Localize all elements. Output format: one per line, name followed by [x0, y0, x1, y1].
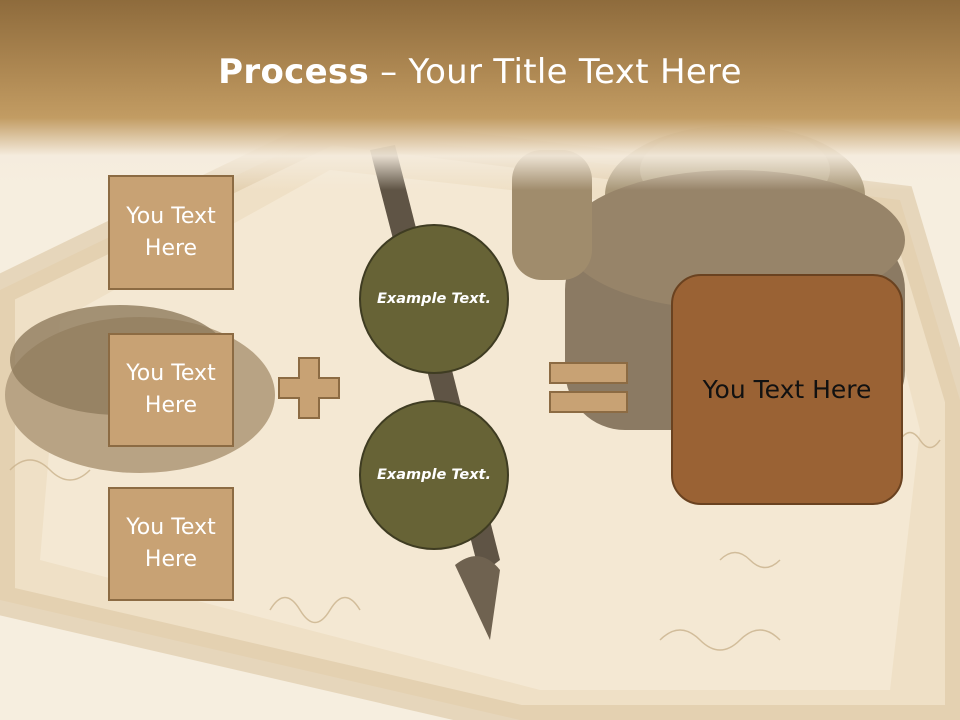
- title-bold: Process: [218, 52, 370, 92]
- result-box[interactable]: You Text Here: [671, 274, 903, 505]
- equals-icon: [549, 362, 628, 413]
- plus-icon: [278, 357, 340, 419]
- header-band: [0, 0, 960, 190]
- example-circle-2[interactable]: Example Text.: [359, 400, 509, 550]
- slide-title: Process – Your Title Text Here: [0, 52, 960, 92]
- input-box-3[interactable]: You Text Here: [108, 487, 234, 601]
- title-rest: – Your Title Text Here: [369, 52, 742, 92]
- input-box-1[interactable]: You Text Here: [108, 175, 234, 290]
- example-circle-1[interactable]: Example Text.: [359, 224, 509, 374]
- input-box-2[interactable]: You Text Here: [108, 333, 234, 447]
